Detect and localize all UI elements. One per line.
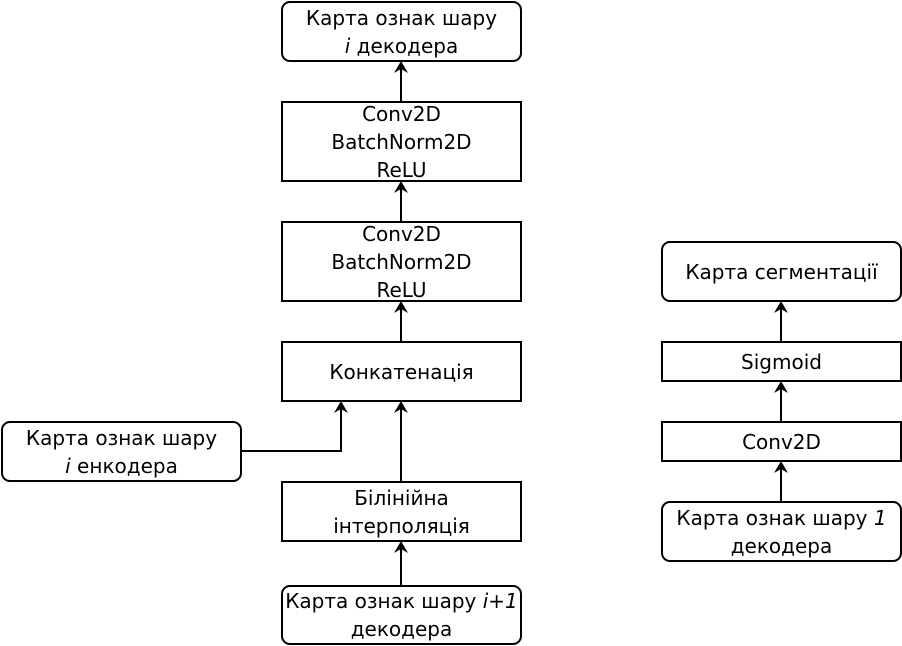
node-decoder-input-italic: i+1	[482, 589, 518, 613]
node-decoder1-input: Карта ознак шару 1 декодера	[661, 501, 902, 562]
node-encoder-input: Карта ознак шару i енкодера	[1, 421, 242, 482]
edge-enc-to-concat	[241, 401, 348, 452]
node-segmentation-map-label: Карта сегментації	[685, 259, 878, 284]
node-sigmoid-label: Sigmoid	[741, 349, 822, 374]
node-decoder-input: Карта ознак шару i+1 декодера	[281, 585, 522, 645]
node-concatenation: Конкатенація	[281, 341, 522, 402]
node-bilinear-line1: Білінійна	[354, 485, 449, 510]
node-decoder-output-line1: Карта ознак шару	[305, 5, 498, 30]
node-encoder-input-line1: Карта ознак шару	[25, 425, 218, 450]
node-bilinear-line2: інтерполяція	[333, 513, 470, 538]
node-decoder1-input-line2: декодера	[730, 533, 833, 558]
node-conv-block-bottom: Conv2D BatchNorm2D ReLU	[281, 221, 522, 302]
node-conv-block-bottom-line1: Conv2D	[362, 221, 441, 246]
node-bilinear-interpolation: Білінійна інтерполяція	[281, 481, 522, 542]
node-sigmoid: Sigmoid	[661, 341, 902, 382]
node-conv-block-top-line1: Conv2D	[362, 101, 441, 126]
node-conv-block-bottom-line3: ReLU	[376, 277, 427, 302]
node-decoder1-input-italic: 1	[873, 505, 887, 530]
node-conv-block-top: Conv2D BatchNorm2D ReLU	[281, 101, 522, 182]
node-concatenation-label: Конкатенація	[329, 359, 474, 384]
node-decoder-input-line2: декодера	[350, 617, 453, 641]
node-decoder-output-suffix: декодера	[350, 33, 459, 58]
node-conv-block-top-line2: BatchNorm2D	[331, 129, 472, 154]
node-decoder-input-prefix: Карта ознак шару	[285, 589, 483, 613]
node-segmentation-map: Карта сегментації	[661, 241, 902, 302]
node-conv-block-bottom-line2: BatchNorm2D	[331, 249, 472, 274]
node-decoder-output: Карта ознак шару i декодера	[281, 1, 522, 62]
node-conv-block-top-line3: ReLU	[376, 157, 427, 182]
node-encoder-input-suffix: енкодера	[70, 453, 178, 478]
node-decoder1-input-prefix: Карта ознак шару	[676, 505, 874, 530]
node-decoder-output-italic: i	[344, 33, 351, 58]
node-conv2d-label: Conv2D	[742, 429, 821, 454]
node-encoder-input-italic: i	[65, 453, 71, 478]
node-conv2d: Conv2D	[661, 421, 902, 462]
